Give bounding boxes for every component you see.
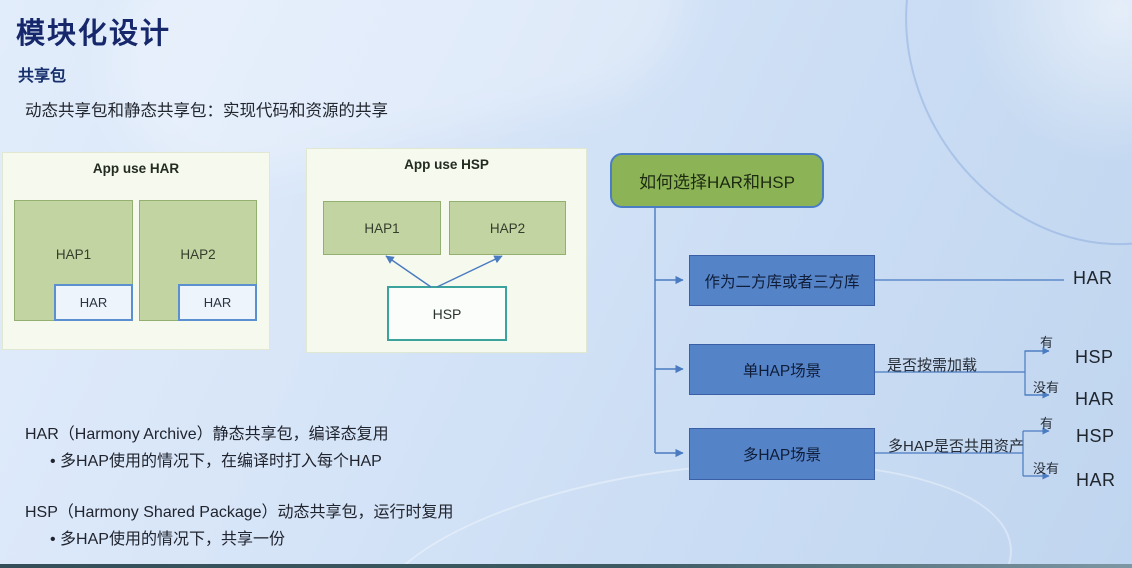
har-diagram-title: App use HAR <box>92 161 180 176</box>
note-hsp-heading: HSP（Harmony Shared Package）动态共享包，运行时复用 <box>25 504 454 521</box>
flowchart-branch3-node: 多HAP场景 <box>689 428 875 480</box>
branch3-yes-label: 有 <box>1040 416 1054 431</box>
har-chip-2: HAR <box>178 284 257 321</box>
hsp-diagram-title: App use HSP <box>404 157 489 172</box>
har-hap2-box: HAP2 HAR <box>139 200 257 321</box>
har-hap1-label: HAP1 <box>55 247 92 262</box>
har-hap1-box: HAP1 HAR <box>14 200 133 321</box>
note-har-heading: HAR（Harmony Archive）静态共享包，编译态复用 <box>25 426 389 443</box>
leaf-branch3-hsp: HSP <box>1076 426 1115 446</box>
section-heading: 共享包 <box>18 68 67 85</box>
flowchart-branch2-node: 单HAP场景 <box>689 344 875 395</box>
har-hap2-label: HAP2 <box>180 247 216 262</box>
branch2-yes-label: 有 <box>1040 335 1054 350</box>
leaf-branch2-hsp: HSP <box>1075 347 1114 367</box>
har-diagram-panel: App use HAR HAP1 HAR HAP2 HAR <box>2 152 270 350</box>
hsp-to-hap-arrows <box>385 255 503 288</box>
note-har-bullet: • 多HAP使用的情况下，在编译时打入每个HAP <box>50 453 382 470</box>
leaf-branch1-har: HAR <box>1073 268 1113 288</box>
branch3-no-label: 没有 <box>1033 461 1060 476</box>
branch3-condition-label: 多HAP是否共用资产 <box>888 438 1024 455</box>
branch2-condition-label: 是否按需加载 <box>887 357 978 374</box>
leaf-branch2-har: HAR <box>1075 389 1115 409</box>
hsp-hap2-box: HAP2 <box>449 201 566 255</box>
flowchart-branch1-node: 作为二方库或者三方库 <box>689 255 875 306</box>
bottom-edge-bar <box>0 564 1132 568</box>
branch2-no-label: 没有 <box>1033 380 1060 395</box>
flowchart-root-node: 如何选择HAR和HSP <box>610 153 824 208</box>
hsp-hap1-box: HAP1 <box>323 201 441 255</box>
intro-text: 动态共享包和静态共享包：实现代码和资源的共享 <box>25 102 388 120</box>
hsp-shared-box: HSP <box>387 286 507 341</box>
hsp-diagram-panel: App use HSP HAP1 HAP2 HSP <box>306 148 587 353</box>
page-title: 模块化设计 <box>16 18 172 50</box>
leaf-branch3-har: HAR <box>1076 470 1116 490</box>
note-hsp-bullet: • 多HAP使用的情况下，共享一份 <box>50 531 285 548</box>
har-chip-1: HAR <box>54 284 133 321</box>
